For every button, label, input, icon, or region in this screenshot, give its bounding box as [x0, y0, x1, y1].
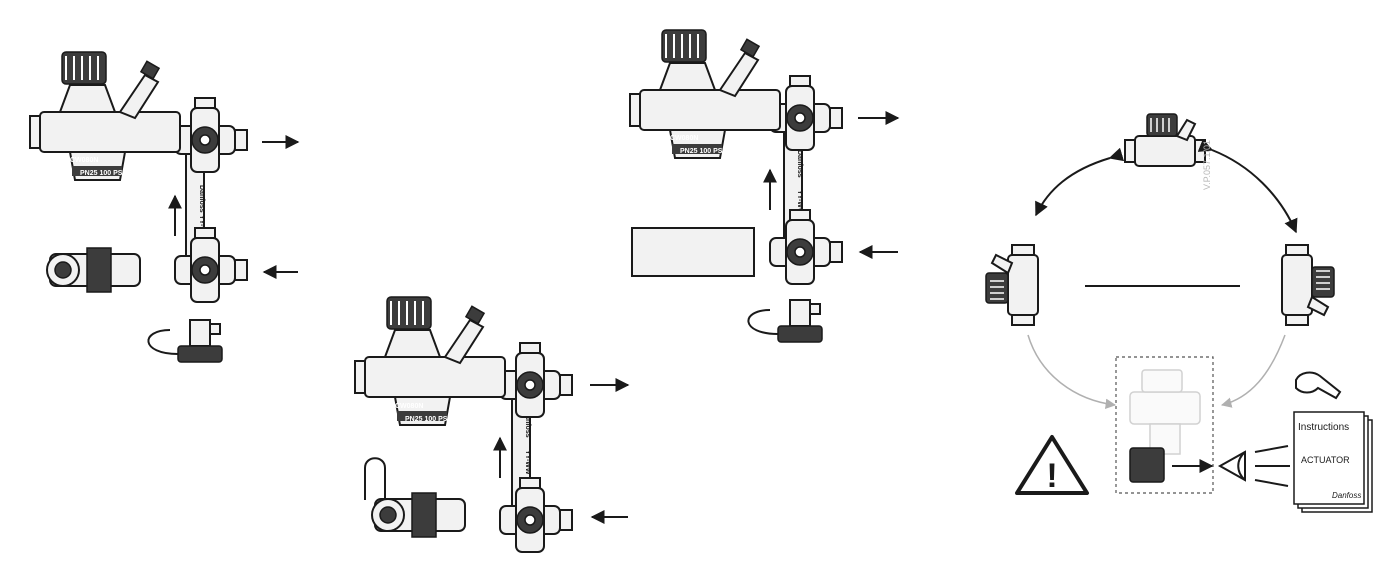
balancing-valve [29, 51, 181, 181]
drain-cock [747, 299, 823, 343]
valve-marking-a: CW080N [395, 403, 423, 410]
manual-title: Instructions [1298, 422, 1349, 433]
valve-position-left [985, 244, 1039, 326]
balancing-valve [629, 29, 781, 159]
manual-brand: Danfoss [1332, 491, 1361, 500]
brand-marking: Danfoss [198, 185, 205, 213]
upper-cross-fitting [499, 342, 573, 418]
faded-valve [1129, 369, 1201, 455]
valve-position-top [1124, 113, 1206, 167]
drain-cock [147, 319, 223, 363]
actuator [1129, 447, 1165, 483]
dashed-frame [1115, 356, 1214, 494]
valve-position-right [1281, 244, 1335, 326]
valve-marking-b: PN25 100 PSI [80, 170, 124, 177]
instruction-manual: Instructions ACTUATOR Danfoss [1293, 411, 1373, 513]
handle-loop [364, 457, 386, 500]
warning-triangle-icon: ! [1015, 435, 1089, 495]
balancing-valve [354, 296, 506, 426]
brand-marking: Danfoss [796, 150, 803, 178]
assembly-1: Danfoss YY-WW CW080N PN25 100 PSI [29, 51, 300, 363]
pointing-hand-icon [1295, 371, 1342, 400]
rotation-arrow-icon [1220, 334, 1286, 408]
drawing-code: V.P.057.1/01 [1202, 140, 1212, 190]
pipe-marking: YY-WW [796, 190, 803, 215]
blanking-section [631, 227, 755, 277]
rotation-arrow-icon [1027, 334, 1117, 410]
valve-marking-b: PN25 100 PSI [405, 416, 449, 423]
lower-cross-fitting [499, 477, 573, 553]
valve-marking-a: CW080N [670, 135, 698, 142]
valve-marking-a: CW080N [70, 157, 98, 164]
warning-mark: ! [1046, 457, 1057, 495]
orientation-diagram: V.P.057.1/01 Instructions ACTU [985, 113, 1373, 513]
manual-subtitle: ACTUATOR [1301, 455, 1350, 465]
assembly-2: Danfoss YY-WW CW080N PN25 100 PSI [354, 296, 630, 553]
rotation-arrow-icon [1197, 138, 1298, 234]
valve-marking-b: PN25 100 PSI [680, 148, 724, 155]
rotation-arrow-icon [1035, 147, 1125, 217]
assembly-3: Danfoss YY-WW CW080N PN25 100 PSI [629, 29, 900, 343]
ball-valve [46, 247, 141, 293]
lower-cross-fitting [769, 209, 843, 285]
brand-marking: Danfoss [524, 410, 531, 438]
pipe-marking: YY-WW [524, 450, 531, 475]
eye-icon [1217, 445, 1290, 487]
